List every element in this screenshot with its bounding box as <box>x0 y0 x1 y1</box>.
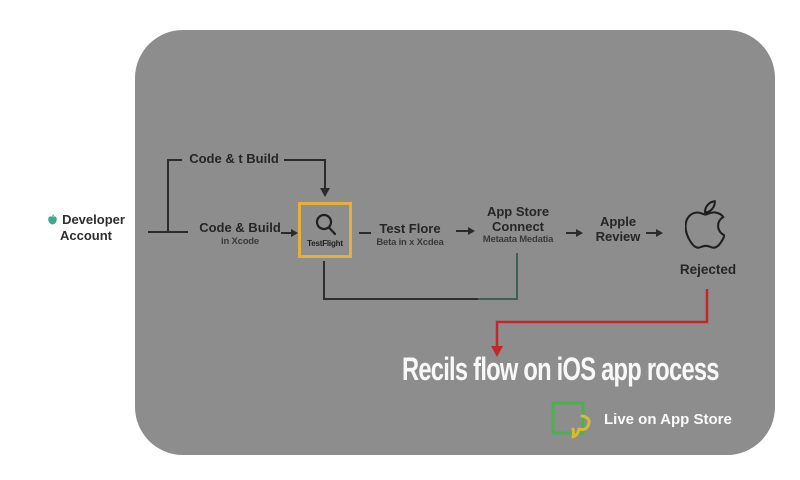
step-app-store-connect: App Store Connect Metaata Medatia <box>475 204 561 246</box>
step-test-flore-subtitle: Beta in x Xcdea <box>376 236 444 248</box>
step-code-build: Code & Build in Xcode <box>194 220 286 247</box>
step-asc-line1: App Store <box>486 204 550 219</box>
step-apple-review: Apple Review <box>590 214 646 244</box>
live-badge-icon <box>551 401 591 439</box>
developer-label-line1: Developer <box>62 212 125 227</box>
step-code-build-subtitle: in Xcode <box>221 235 259 247</box>
step-review-line1: Apple <box>599 214 637 229</box>
step-asc-subtitle: Metaata Medatia <box>482 234 554 246</box>
developer-label-line2: Account <box>60 227 112 243</box>
apple-mini-icon <box>48 214 57 225</box>
rejected-label: Rejected <box>679 262 737 277</box>
step-test-flore: Test Flore Beta in x Xcdea <box>368 221 452 248</box>
step-code-build-title: Code & Build <box>199 220 281 235</box>
step-review-line2: Review <box>595 228 641 244</box>
step-test-flore-title: Test Flore <box>379 221 441 236</box>
diagram-panel <box>135 30 775 455</box>
magnifier-icon <box>315 213 337 235</box>
testflight-box: TestFlight <box>298 202 352 258</box>
banner-title: Recils flow on iOS app rocess <box>402 351 719 387</box>
step-asc-line2: Connect <box>492 218 544 234</box>
legend-label: Live on App Store <box>604 411 732 428</box>
developer-account-label: Developer Account <box>38 212 134 243</box>
apple-logo-icon <box>685 200 725 249</box>
step-code-build-top: Code & t Build <box>189 151 279 166</box>
testflight-label: TestFlight <box>307 238 343 248</box>
